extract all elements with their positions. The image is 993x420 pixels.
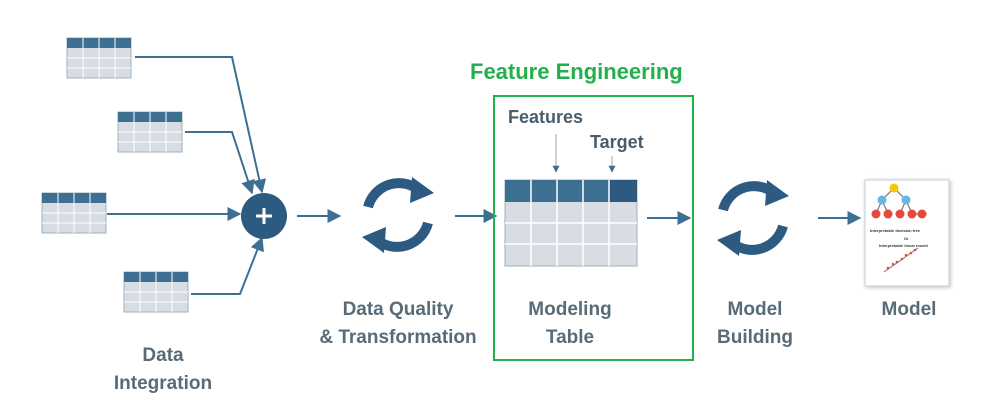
model-building-line1: Model (727, 299, 783, 320)
source-table-4 (123, 271, 189, 313)
model-card-caption-3: Interpretable linear model (879, 243, 928, 248)
connector-2 (185, 131, 255, 195)
modeling-table-line2: Table (545, 327, 595, 348)
data-integration-label: Data Integration (103, 342, 223, 398)
modeling-table-label: Modeling Table (520, 296, 620, 352)
refresh-icon (362, 177, 434, 253)
connector-1 (135, 56, 267, 194)
connector-4 (191, 236, 264, 295)
data-integration-line2: Integration (113, 373, 213, 394)
plus-icon (241, 193, 287, 239)
model-building-label: Model Building (705, 296, 805, 352)
data-quality-line2: & Transformation (319, 327, 477, 348)
model-label: Model (881, 299, 937, 320)
model-card-caption-1: Interpretable decision tree (870, 228, 921, 233)
refresh-icon (717, 180, 789, 256)
source-table-2 (117, 111, 183, 153)
features-label: Features (508, 107, 584, 127)
model-card (864, 179, 950, 287)
source-table-1 (66, 37, 132, 79)
modeling-table-line1: Modeling (528, 299, 612, 320)
data-quality-line1: Data Quality (342, 299, 454, 320)
target-label: Target (590, 132, 644, 152)
feature-engineering-box (493, 95, 694, 361)
source-table-3 (41, 192, 107, 234)
modeling-table (504, 179, 638, 267)
data-quality-label: Data Quality & Transformation (308, 296, 488, 352)
model-card-caption-2: Or (904, 236, 909, 241)
model-building-line2: Building (717, 327, 793, 348)
data-integration-line1: Data (142, 345, 184, 366)
feature-engineering-title: Feature Engineering (470, 59, 683, 84)
